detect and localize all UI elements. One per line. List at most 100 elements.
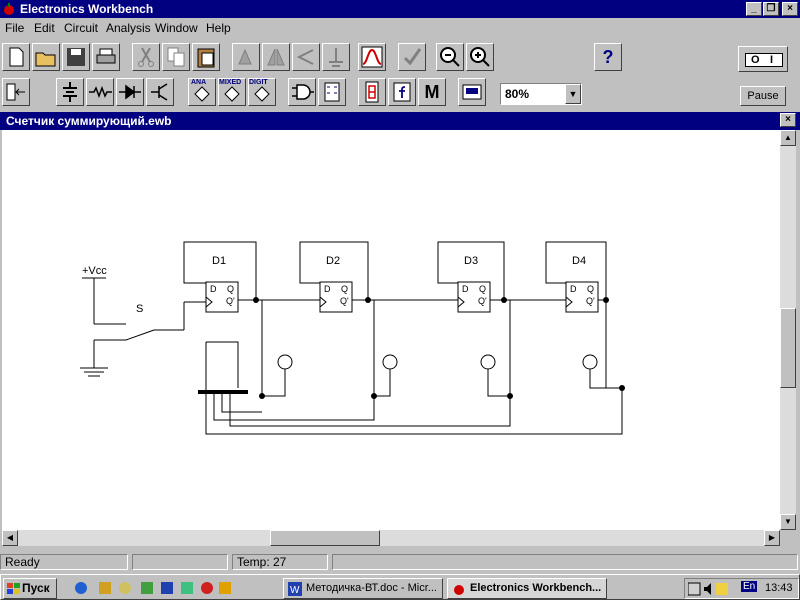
digital-ic-icon: [254, 86, 270, 102]
chevron-down-icon[interactable]: ▼: [565, 84, 581, 104]
d2-clock-mark: [319, 296, 327, 308]
pause-button[interactable]: Pause: [740, 86, 786, 106]
bus-wire-2: [213, 392, 375, 421]
horizontal-scroll-thumb[interactable]: [270, 530, 380, 546]
flip-vertical-button[interactable]: [292, 43, 320, 71]
scroll-up-arrow[interactable]: ▲: [780, 130, 796, 146]
create-subcircuit-button[interactable]: [358, 43, 386, 71]
task-electronics-workbench[interactable]: Electronics Workbench...: [447, 578, 607, 599]
diode-icon: [119, 84, 141, 100]
menu-file[interactable]: File: [5, 21, 25, 35]
d4-feedback-wire: [545, 241, 607, 300]
circuit-canvas[interactable]: +Vcc S D1 D2 D3 D4 D Q Q' D Q Q' D Q Q' …: [2, 130, 780, 530]
flipflop-d4-label: D4: [572, 255, 586, 267]
zoom-select[interactable]: 80% ▼: [500, 83, 582, 105]
cut-button[interactable]: [132, 43, 160, 71]
menu-help[interactable]: Help: [206, 21, 231, 35]
component-properties-button[interactable]: [322, 43, 350, 71]
rotate-button[interactable]: [232, 43, 260, 71]
status-bar: Ready Temp: 27: [0, 552, 800, 572]
schematic: +Vcc S D1 D2 D3 D4 D Q Q' D Q Q' D Q Q' …: [80, 241, 625, 435]
word-icon: [161, 582, 173, 594]
scroll-right-arrow[interactable]: ▶: [764, 530, 780, 546]
copy-icon: [167, 47, 185, 67]
d3-feedback-wire: [437, 241, 505, 300]
analog-ics-bin-button[interactable]: ANA: [188, 78, 216, 106]
d4-pin-d: D: [570, 284, 577, 294]
copy-button[interactable]: [162, 43, 190, 71]
floppy-icon: [67, 48, 85, 66]
zoom-out-icon: [440, 47, 460, 67]
junction-1: [253, 297, 259, 303]
save-button[interactable]: [62, 43, 90, 71]
open-button[interactable]: [32, 43, 60, 71]
document-close-button[interactable]: ×: [780, 113, 796, 127]
minimize-button[interactable]: _: [746, 2, 762, 16]
probe-1-wire: [262, 369, 286, 397]
restore-button[interactable]: ❐: [763, 2, 779, 16]
task-word-label: Методичка-ВТ.doc - Micr...: [306, 582, 437, 594]
d1-pin-d: D: [210, 284, 217, 294]
diodes-bin-button[interactable]: [116, 78, 144, 106]
start-button[interactable]: Пуск: [3, 578, 57, 599]
sources-bin-button[interactable]: [56, 78, 84, 106]
junction-2: [365, 297, 371, 303]
scroll-left-arrow[interactable]: ◀: [2, 530, 18, 546]
explorer-icon: [99, 582, 111, 594]
flip-horizontal-button[interactable]: [262, 43, 290, 71]
menu-analysis[interactable]: Analysis: [106, 21, 151, 35]
probe-3-wire: [487, 369, 510, 397]
instruments-bin-button[interactable]: [458, 78, 486, 106]
mixed-ic-icon: [224, 86, 240, 102]
scroll-down-arrow[interactable]: ▼: [780, 514, 796, 530]
junction-8: [619, 385, 625, 391]
flipflop-icon: [324, 82, 340, 102]
transistors-bin-button[interactable]: [146, 78, 174, 106]
indicators-bin-button[interactable]: [358, 78, 386, 106]
archiver-icon: [219, 582, 231, 594]
status-panel-info: [332, 554, 798, 570]
and-gate-icon: [292, 84, 314, 100]
task-word-document[interactable]: W Методичка-ВТ.doc - Micr...: [283, 578, 443, 599]
scissors-icon: [138, 47, 154, 67]
bus-outer-wire: [205, 342, 623, 435]
new-button[interactable]: [2, 43, 30, 71]
miscellaneous-bin-button[interactable]: M: [418, 78, 446, 106]
search-icon: [119, 582, 131, 594]
junction-7: [507, 393, 513, 399]
close-button[interactable]: ×: [782, 2, 798, 16]
language-indicator[interactable]: En: [741, 581, 758, 592]
menu-window[interactable]: Window: [155, 21, 198, 35]
digital-bin-button[interactable]: [318, 78, 346, 106]
zoom-out-button[interactable]: [436, 43, 464, 71]
battery-icon: [63, 82, 77, 102]
svg-text:W: W: [290, 585, 300, 596]
print-button[interactable]: [92, 43, 120, 71]
d2-pin-q: Q: [341, 284, 348, 294]
digital-ics-bin-button[interactable]: DIGIT: [248, 78, 276, 106]
help-button[interactable]: ?: [594, 43, 622, 71]
horizontal-scrollbar[interactable]: ◀ ▶: [2, 530, 780, 546]
menu-circuit[interactable]: Circuit: [64, 21, 99, 35]
vertical-scrollbar[interactable]: ▲ ▼: [780, 130, 796, 530]
document-title: Счетчик суммирующий.ewb: [6, 114, 172, 128]
activate-button[interactable]: [398, 43, 426, 71]
menu-edit[interactable]: Edit: [34, 21, 55, 35]
logic-gates-bin-button[interactable]: [288, 78, 316, 106]
printer-icon: [96, 48, 116, 64]
graph-icon: [361, 46, 383, 68]
d4-pin-q: Q: [587, 284, 594, 294]
controls-bin-button[interactable]: [388, 78, 416, 106]
power-switch[interactable]: O I: [738, 46, 788, 72]
favorites-bin-button[interactable]: [2, 78, 30, 106]
basic-bin-button[interactable]: [86, 78, 114, 106]
junction-4: [603, 297, 609, 303]
component-properties-icon: [329, 48, 343, 67]
power-on-label: I: [770, 54, 774, 66]
mixed-ics-bin-button[interactable]: MIXED: [218, 78, 246, 106]
app-launcher-icon: [181, 582, 193, 594]
zoom-in-button[interactable]: [466, 43, 494, 71]
paste-button[interactable]: [192, 43, 220, 71]
junction-5: [259, 393, 265, 399]
vertical-scroll-thumb[interactable]: [780, 308, 796, 388]
